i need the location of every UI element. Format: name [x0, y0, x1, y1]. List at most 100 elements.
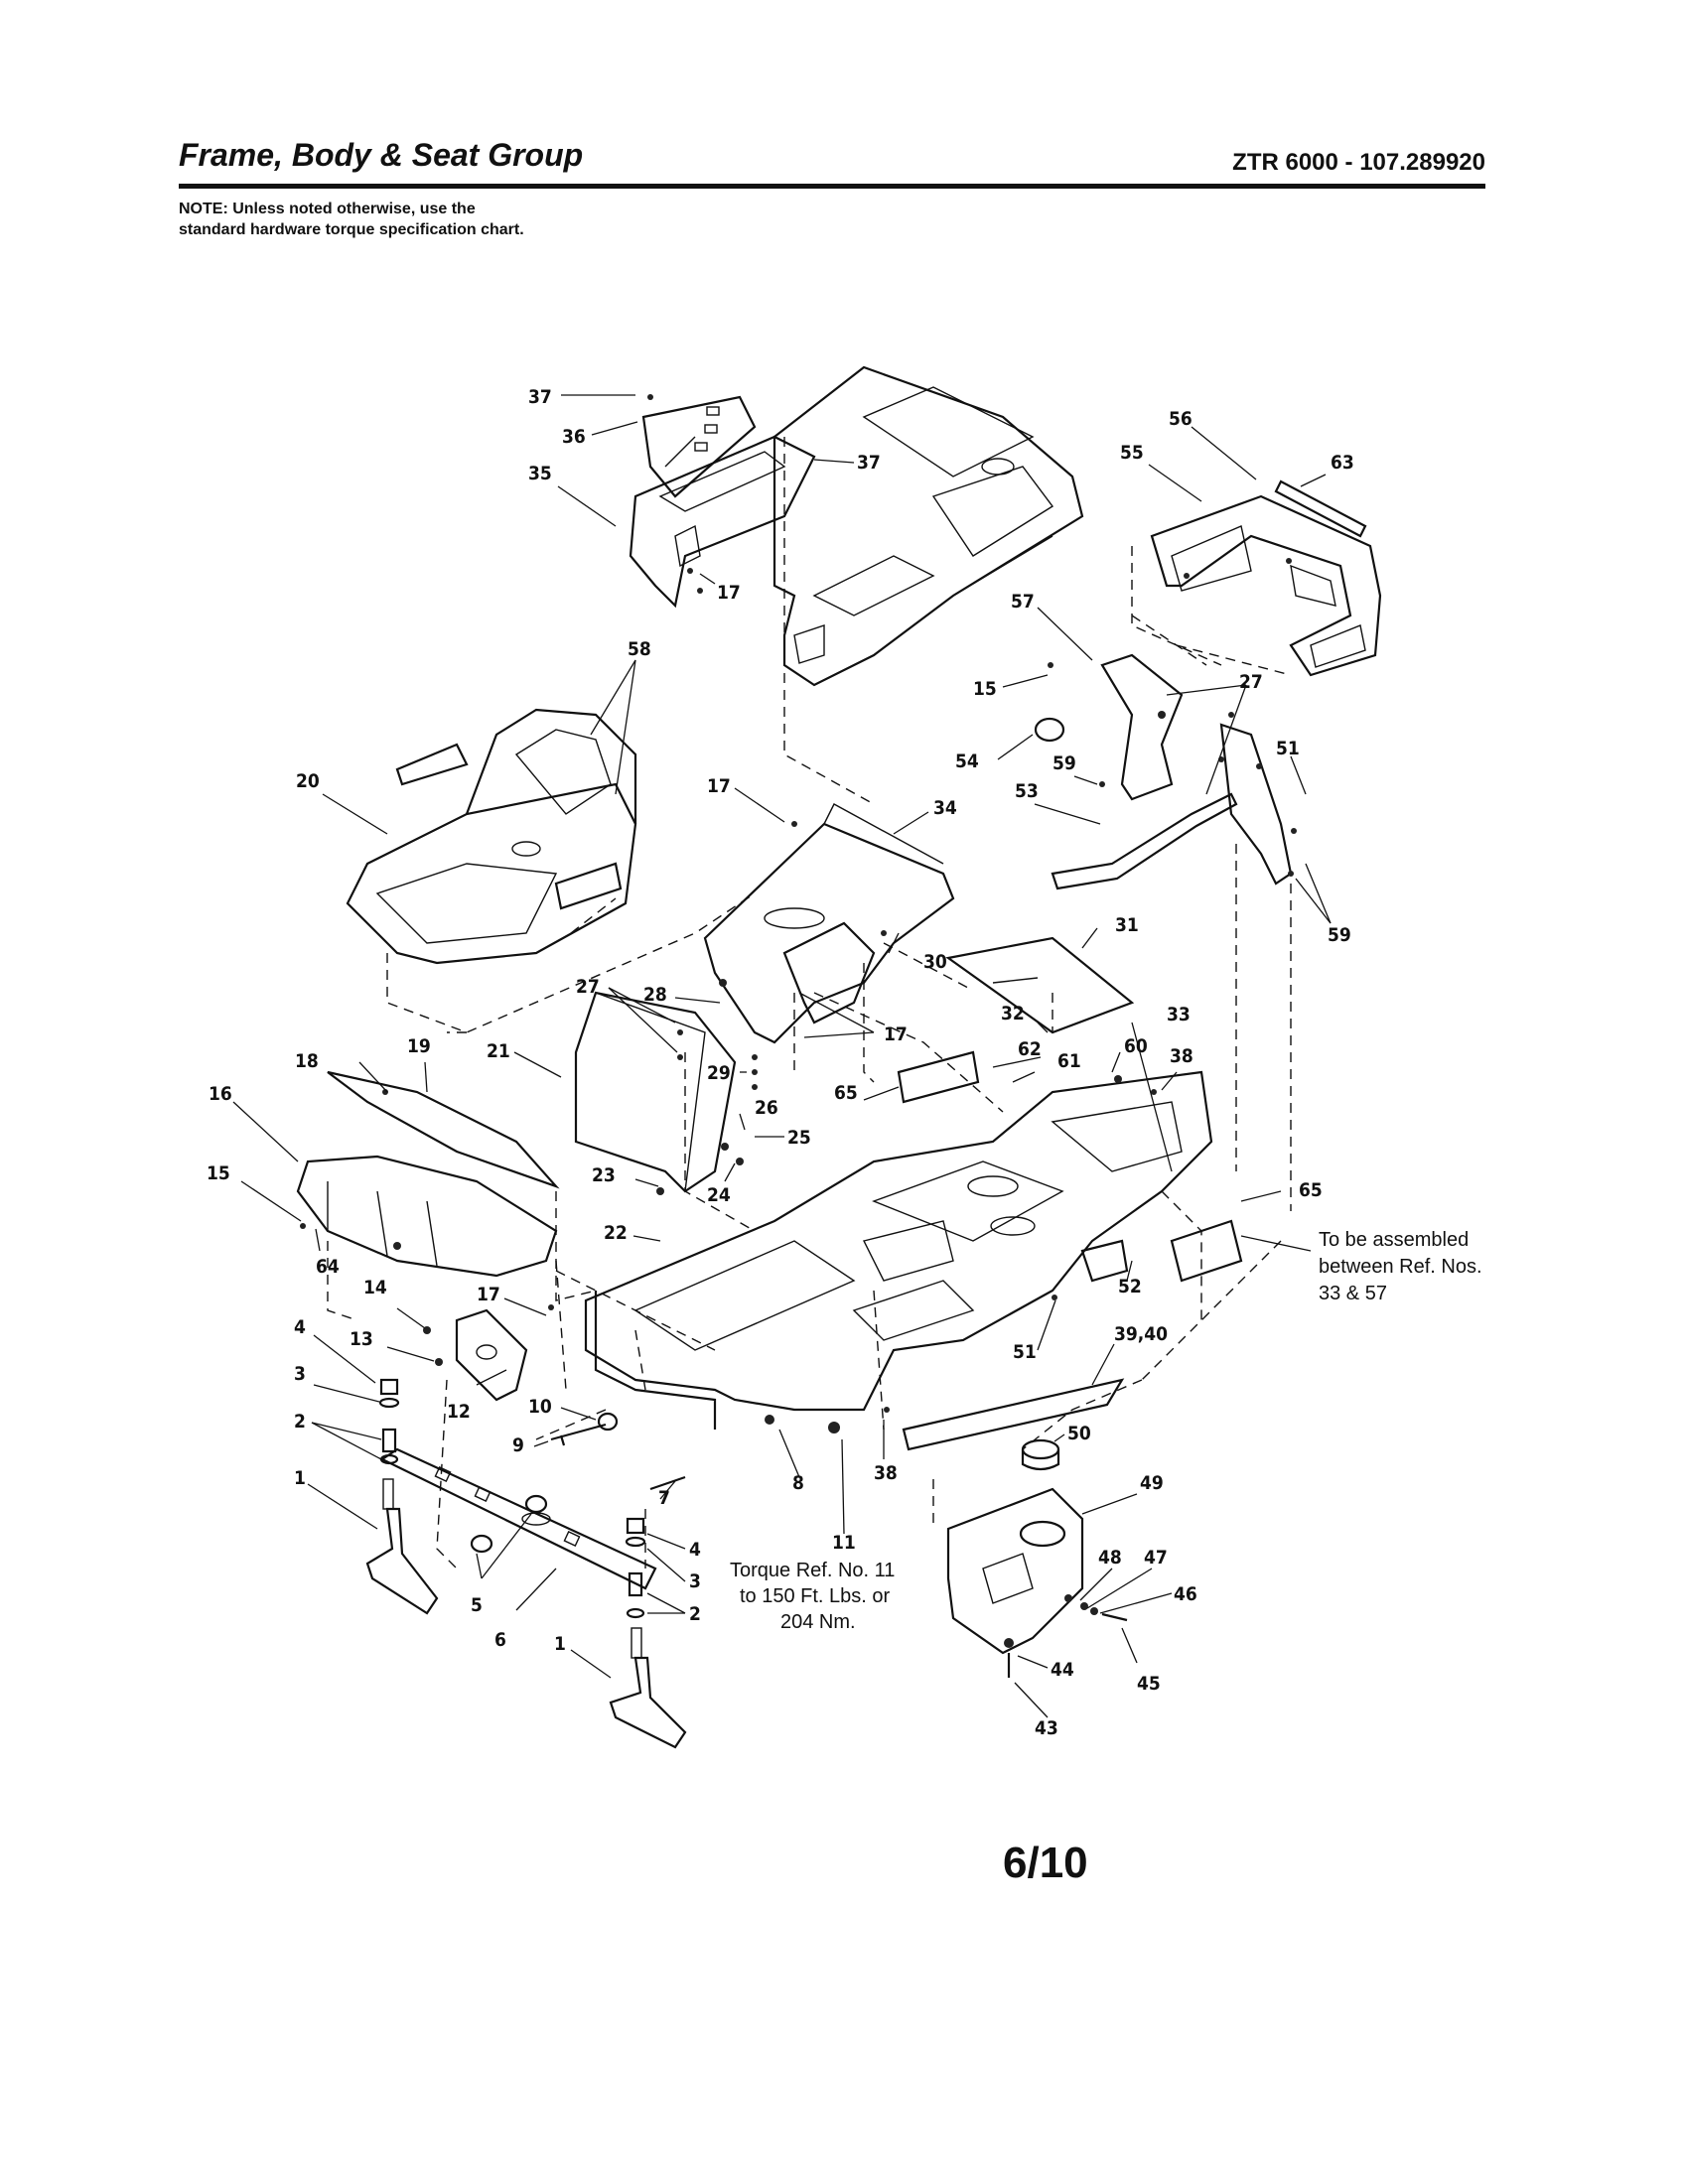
- callout-27: 27: [576, 976, 600, 998]
- callout-2: 2: [294, 1411, 306, 1433]
- assembly-note: To be assembled between Ref. Nos. 33 & 5…: [1319, 1229, 1482, 1304]
- part-55-rear-bracket: [1150, 494, 1382, 677]
- part-50-fuel-cap: [1021, 1438, 1060, 1471]
- callout-49: 49: [1140, 1472, 1164, 1494]
- callout-37: 37: [528, 386, 552, 408]
- callout-55: 55: [1120, 442, 1144, 464]
- callout-2: 2: [689, 1603, 701, 1625]
- callout-61: 61: [1057, 1050, 1081, 1072]
- loose-hardware: [300, 558, 1297, 1433]
- torque-annotation: Torque Ref. No. 11 to 150 Ft. Lbs. or 20…: [730, 1560, 895, 1633]
- callout-26: 26: [755, 1097, 778, 1119]
- callout-65: 65: [1299, 1179, 1323, 1201]
- part-16-front-panel: [296, 1155, 558, 1278]
- part-43-48-hardware: [1004, 1594, 1128, 1678]
- callout-31: 31: [1115, 914, 1139, 936]
- part-52-bracket: [1080, 1239, 1129, 1283]
- callout-22: 22: [604, 1222, 628, 1244]
- callout-10: 10: [528, 1396, 552, 1418]
- callout-58: 58: [628, 638, 651, 660]
- callout-48: 48: [1098, 1547, 1122, 1569]
- callout-8: 8: [792, 1472, 804, 1494]
- callout-46: 46: [1174, 1583, 1197, 1605]
- part-7-bolt: [649, 1475, 686, 1491]
- assembly-note-line-2: between Ref. Nos.: [1319, 1256, 1482, 1278]
- callout-1: 1: [294, 1467, 306, 1489]
- leader-lines: [232, 394, 1332, 1718]
- part-5-bushings: [470, 1494, 548, 1554]
- part-1-caster-fork-right: [609, 1627, 687, 1749]
- callout-35: 35: [528, 463, 552, 484]
- part-35-fender-body: [772, 365, 1084, 687]
- callout-9: 9: [512, 1434, 524, 1456]
- part-34-seat-pan: [703, 803, 955, 1044]
- page-number: 6/10: [1003, 1839, 1088, 1887]
- part-57-seat-bracket: [1100, 653, 1184, 801]
- callout-64: 64: [316, 1256, 340, 1278]
- callout-17: 17: [707, 775, 731, 797]
- callout-16: 16: [209, 1083, 232, 1105]
- part-31-cover-plate: [945, 936, 1135, 1034]
- callout-32: 32: [1001, 1003, 1025, 1024]
- part-53-link-rod: [1051, 792, 1238, 890]
- torque-note: NOTE: Unless noted otherwise, use the st…: [179, 201, 524, 238]
- callout-29: 29: [707, 1062, 731, 1084]
- part-33-chassis-frame: [584, 1070, 1213, 1430]
- part-12-axle-bracket: [455, 1308, 528, 1402]
- callout-54: 54: [955, 751, 979, 772]
- callout-15: 15: [973, 678, 997, 700]
- callout-37: 37: [857, 452, 881, 474]
- assembly-dashed-lines: [327, 437, 1292, 1570]
- part-10-washer: [597, 1412, 619, 1432]
- model-number: ZTR 6000 - 107.289920: [1232, 149, 1485, 176]
- part-39-40-plate: [902, 1378, 1125, 1451]
- callout-56: 56: [1169, 408, 1193, 430]
- part-9-bolt: [550, 1423, 607, 1446]
- part-1-caster-fork-left: [365, 1478, 439, 1615]
- callout-57: 57: [1011, 591, 1035, 613]
- callout-21: 21: [487, 1040, 510, 1062]
- callout-3: 3: [689, 1570, 701, 1592]
- callout-45: 45: [1137, 1673, 1161, 1695]
- callout-36: 36: [562, 426, 586, 448]
- page-title: Frame, Body & Seat Group: [179, 137, 584, 173]
- callout-34: 34: [933, 797, 957, 819]
- callout-38: 38: [874, 1462, 898, 1484]
- callout-27: 27: [1239, 671, 1263, 693]
- callout-60: 60: [1124, 1035, 1148, 1057]
- callout-6: 6: [494, 1629, 506, 1651]
- header-divider: [179, 184, 1485, 189]
- callout-20: 20: [296, 770, 320, 792]
- part-6-axle-beam: [379, 1447, 657, 1590]
- callout-4: 4: [294, 1316, 306, 1338]
- callout-59: 59: [1328, 924, 1351, 946]
- part-19-seal-strip: [327, 1070, 560, 1189]
- callout-43: 43: [1035, 1717, 1058, 1739]
- callout-38: 38: [1170, 1045, 1193, 1067]
- callout-12: 12: [447, 1401, 471, 1423]
- callout-11: 11: [832, 1532, 856, 1554]
- callout-44: 44: [1051, 1659, 1074, 1681]
- callout-59: 59: [1052, 752, 1076, 774]
- callout-15: 15: [207, 1162, 230, 1184]
- torque-note-line-3: 204 Nm.: [780, 1611, 856, 1633]
- callout-25: 25: [787, 1127, 811, 1149]
- callout-4: 4: [689, 1539, 701, 1561]
- callout-28: 28: [643, 984, 667, 1006]
- part-21-battery-box: [574, 991, 737, 1193]
- callout-33: 33: [1167, 1004, 1191, 1025]
- callout-18: 18: [295, 1050, 319, 1072]
- part-36-panel-plate: [641, 394, 757, 498]
- callout-13: 13: [350, 1328, 373, 1350]
- callout-39-40: 39,40: [1114, 1323, 1168, 1345]
- part-20-seat: [346, 708, 637, 965]
- part-35-left-console: [629, 435, 816, 609]
- callout-51: 51: [1276, 738, 1300, 759]
- callout-65: 65: [834, 1082, 858, 1104]
- callout-17: 17: [884, 1024, 908, 1045]
- callout-14: 14: [363, 1277, 387, 1298]
- callout-62: 62: [1018, 1038, 1042, 1060]
- callout-24: 24: [707, 1184, 731, 1206]
- callout-30: 30: [923, 951, 947, 973]
- callout-17: 17: [717, 582, 741, 604]
